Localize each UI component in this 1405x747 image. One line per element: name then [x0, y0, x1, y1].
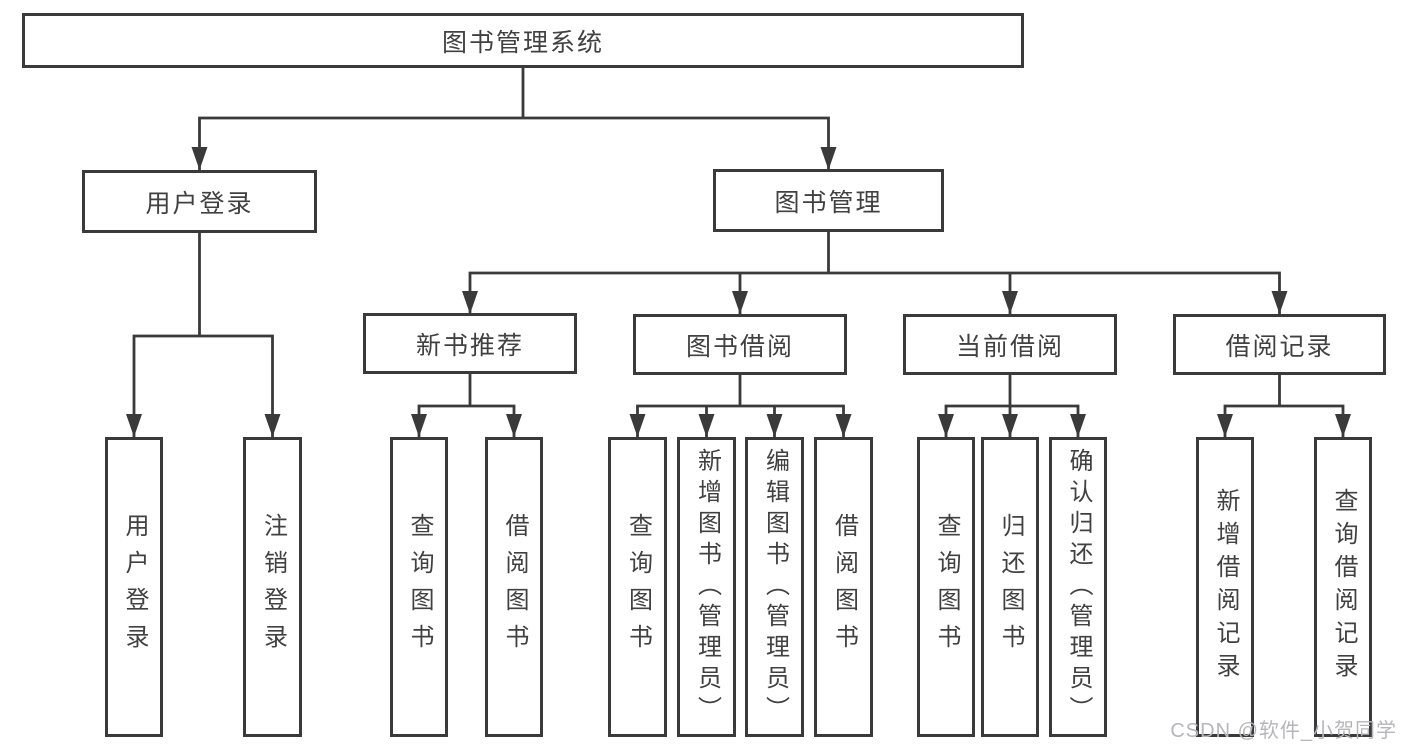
leaf-add-borrow-record-label: 新增借阅记录 [1212, 488, 1239, 686]
node-new-book-recommendation: 新书推荐 [363, 313, 577, 374]
leaf-add-borrow-record: 新增借阅记录 [1196, 437, 1254, 737]
leaf-user-login: 用户登录 [105, 437, 163, 737]
leaf-query-books-recommend-label: 查询图书 [406, 513, 433, 661]
leaf-query-books-borrowing-label: 查询图书 [624, 513, 652, 661]
leaf-logout-login-label: 注销登录 [259, 513, 287, 661]
leaf-add-books-admin: 新增图书（管理员） [677, 437, 736, 737]
leaf-borrow-books-borrowing: 借阅图书 [814, 437, 873, 737]
leaf-query-books-current-label: 查询图书 [933, 513, 960, 661]
leaf-add-books-admin-label: 新增图书（管理员） [693, 447, 721, 727]
leaf-borrow-books-recommend: 借阅图书 [485, 437, 543, 737]
node-user-login: 用户登录 [82, 170, 317, 233]
leaf-confirm-return-admin: 确认归还（管理员） [1049, 437, 1107, 737]
leaf-return-books-label: 归还图书 [997, 513, 1024, 661]
csdn-watermark: CSDN @软件_小贺同学 [1170, 720, 1397, 742]
leaf-borrow-books-recommend-label: 借阅图书 [501, 513, 528, 661]
leaf-return-books: 归还图书 [981, 437, 1039, 737]
node-library-management-system: 图书管理系统 [22, 13, 1024, 68]
node-book-management: 图书管理 [713, 169, 944, 232]
node-current-borrowing: 当前借阅 [903, 314, 1117, 375]
leaf-user-login-label: 用户登录 [121, 513, 148, 661]
leaf-query-borrow-record: 查询借阅记录 [1314, 437, 1372, 737]
leaf-edit-books-admin: 编辑图书（管理员） [745, 437, 804, 737]
node-borrowing-records: 借阅记录 [1173, 314, 1386, 375]
leaf-query-books-current: 查询图书 [917, 437, 975, 737]
leaf-logout-login: 注销登录 [243, 437, 302, 737]
leaf-query-books-recommend: 查询图书 [390, 437, 448, 737]
leaf-borrow-books-borrowing-label: 借阅图书 [830, 513, 858, 661]
leaf-query-borrow-record-label: 查询借阅记录 [1330, 488, 1357, 686]
leaf-query-books-borrowing: 查询图书 [608, 437, 667, 737]
leaf-confirm-return-admin-label: 确认归还（管理员） [1065, 447, 1092, 727]
leaf-edit-books-admin-label: 编辑图书（管理员） [761, 447, 789, 727]
node-book-borrowing: 图书借阅 [633, 314, 847, 375]
